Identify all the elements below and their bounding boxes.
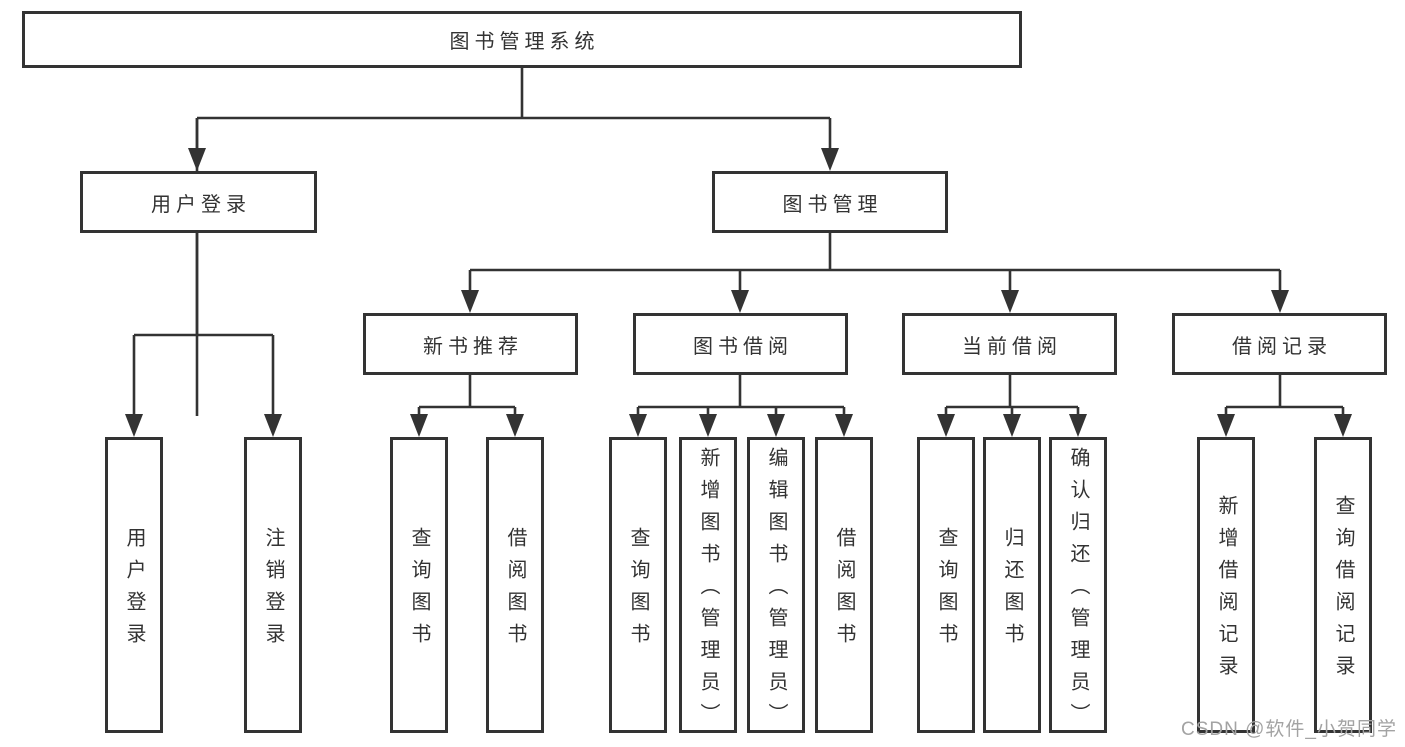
leaf-logout: 注销登录 bbox=[244, 437, 302, 733]
leaf-add-borrow-record-label: 新增借阅记录 bbox=[1215, 495, 1237, 687]
node-root-system: 图书管理系统 bbox=[22, 11, 1022, 68]
leaf-logout-label: 注销登录 bbox=[262, 527, 284, 655]
leaf-add-books-admin: 新增图书（管理员） bbox=[679, 437, 737, 735]
leaf-query-borrow-record-label: 查询借阅记录 bbox=[1332, 495, 1354, 687]
leaf-return-books: 归还图书 bbox=[983, 437, 1041, 733]
leaf-edit-books-admin-label: 编辑图书（管理员） bbox=[765, 447, 787, 735]
leaf-user-login-label: 用户登录 bbox=[123, 527, 145, 655]
leaf-current-query-books-label: 查询图书 bbox=[935, 527, 957, 655]
leaf-edit-books-admin: 编辑图书（管理员） bbox=[747, 437, 805, 735]
leaf-newbook-borrow-books: 借阅图书 bbox=[486, 437, 544, 733]
leaf-borrow-query-books-label: 查询图书 bbox=[627, 527, 649, 655]
leaf-confirm-return-admin: 确认归还（管理员） bbox=[1049, 437, 1107, 735]
node-borrowing-records-label: 借阅记录 bbox=[1232, 335, 1332, 358]
node-new-book-recommendation: 新书推荐 bbox=[363, 313, 578, 375]
node-user-login-label: 用户登录 bbox=[151, 193, 251, 216]
node-user-login: 用户登录 bbox=[80, 171, 317, 233]
node-borrowing-records: 借阅记录 bbox=[1172, 313, 1387, 375]
node-current-borrowing-label: 当前借阅 bbox=[962, 335, 1062, 358]
leaf-current-query-books: 查询图书 bbox=[917, 437, 975, 733]
leaf-borrow-books-label: 借阅图书 bbox=[833, 527, 855, 655]
leaf-user-login: 用户登录 bbox=[105, 437, 163, 733]
leaf-add-borrow-record: 新增借阅记录 bbox=[1197, 437, 1255, 733]
leaf-borrow-query-books: 查询图书 bbox=[609, 437, 667, 733]
arrowheads bbox=[125, 148, 1352, 437]
node-book-borrowing: 图书借阅 bbox=[633, 313, 848, 375]
leaf-newbook-query-books-label: 查询图书 bbox=[408, 527, 430, 655]
node-new-book-recommendation-label: 新书推荐 bbox=[423, 335, 523, 358]
node-book-borrowing-label: 图书借阅 bbox=[693, 335, 793, 358]
node-book-management-label: 图书管理 bbox=[782, 193, 883, 216]
leaf-return-books-label: 归还图书 bbox=[1001, 527, 1023, 655]
node-book-management: 图书管理 bbox=[712, 171, 948, 233]
leaf-newbook-borrow-books-label: 借阅图书 bbox=[504, 527, 526, 655]
leaf-confirm-return-admin-label: 确认归还（管理员） bbox=[1067, 447, 1089, 735]
leaf-query-borrow-record: 查询借阅记录 bbox=[1314, 437, 1372, 733]
leaf-borrow-books: 借阅图书 bbox=[815, 437, 873, 733]
leaf-newbook-query-books: 查询图书 bbox=[390, 437, 448, 733]
node-root-label: 图书管理系统 bbox=[449, 31, 600, 53]
node-current-borrowing: 当前借阅 bbox=[902, 313, 1117, 375]
csdn-watermark: CSDN @软件_小贺同学 bbox=[1181, 719, 1397, 740]
leaf-add-books-admin-label: 新增图书（管理员） bbox=[697, 447, 719, 735]
